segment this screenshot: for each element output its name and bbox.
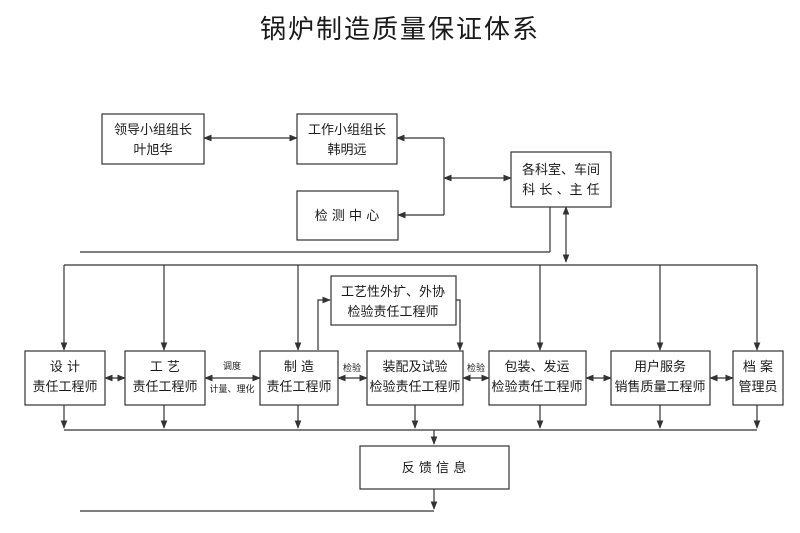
node-inspect-center-label: 检 测 中 心 (315, 209, 379, 224)
node-assembly: 装配及试验 检验责任工程师 (366, 350, 464, 406)
node-design-line-2: 责任工程师 (32, 380, 97, 395)
node-depts-line-1: 各科室、车间 (522, 162, 600, 178)
node-leader-line-2: 叶旭华 (133, 143, 172, 158)
node-packing-line-2: 检验责任工程师 (491, 379, 582, 395)
node-process: 工 艺 责任工程师 (124, 350, 206, 406)
node-archive-line-1: 档 案 (743, 360, 773, 375)
node-outsource: 工艺性外扩、外协 检验责任工程师 (330, 275, 457, 326)
node-depts: 各科室、车间 科 长 、主 任 (510, 151, 612, 208)
node-outsource-line-1: 工艺性外扩、外协 (341, 285, 445, 300)
node-manufacture-line-2: 责任工程师 (266, 380, 331, 395)
node-work-line-2: 韩明远 (327, 143, 366, 158)
node-packing: 包装、发运 检验责任工程师 (488, 350, 587, 406)
node-assembly-line-1: 装配及试验 (382, 359, 447, 375)
edge-label-inspection-1: 检验 (343, 362, 361, 374)
node-service: 用户服务 销售质量工程师 (610, 350, 711, 406)
edge-label-metrology: 计量、理化 (209, 383, 254, 395)
page-title: 锅炉制造质量保证体系 (260, 15, 540, 45)
node-depts-line-2: 科 长 、主 任 (522, 183, 599, 198)
node-outsource-line-2: 检验责任工程师 (347, 304, 438, 320)
node-design-line-1: 设 计 (50, 360, 80, 375)
node-leader-line-1: 领导小组组长 (114, 123, 192, 138)
edge-label-inspection-2: 检验 (467, 362, 485, 374)
node-work-line-1: 工作小组组长 (308, 123, 386, 138)
node-archive-line-2: 管理员 (738, 380, 777, 395)
node-feedback-label: 反 馈 信 息 (402, 460, 466, 476)
node-packing-line-1: 包装、发运 (504, 359, 569, 375)
node-feedback: 反 馈 信 息 (359, 445, 510, 490)
node-design: 设 计 责任工程师 (24, 350, 106, 406)
node-service-line-1: 用户服务 (634, 359, 686, 375)
node-inspect-center: 检 测 中 心 (296, 190, 399, 241)
edge-label-dispatch: 调度 (223, 360, 241, 372)
manufacture-outsource-connector (317, 296, 331, 350)
node-work: 工作小组组长 韩明远 (296, 113, 398, 165)
connectors (60, 134, 761, 512)
node-manufacture: 制 造 责任工程师 (259, 350, 339, 406)
outsource-assembly-connector (456, 299, 464, 351)
node-archive: 档 案 管理员 (732, 350, 784, 406)
node-manufacture-line-1: 制 造 (284, 360, 314, 375)
node-service-line-2: 销售质量工程师 (614, 379, 705, 395)
node-leader: 领导小组组长 叶旭华 (101, 113, 205, 165)
node-process-line-1: 工 艺 (150, 360, 180, 375)
node-assembly-line-2: 检验责任工程师 (369, 379, 460, 395)
node-process-line-2: 责任工程师 (132, 380, 197, 395)
